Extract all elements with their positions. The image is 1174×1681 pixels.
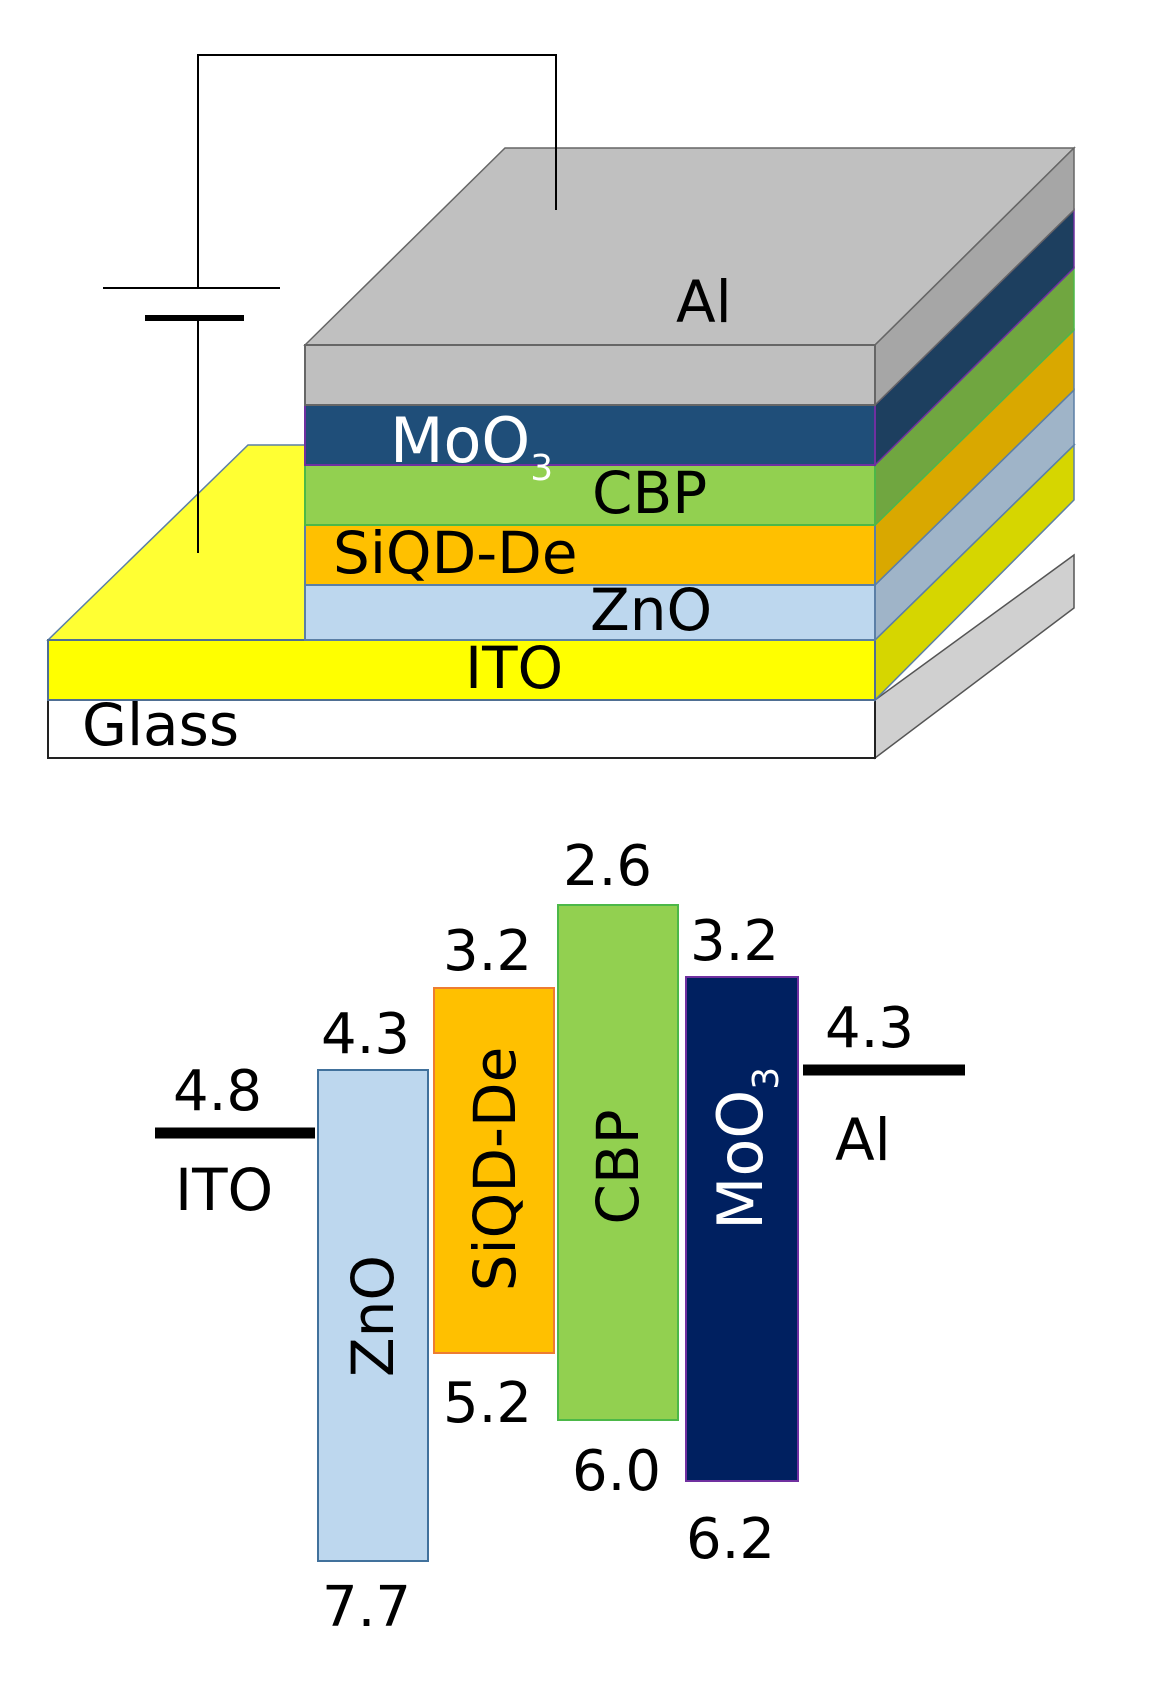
- cbp-layer: CBP: [304, 266, 1075, 527]
- ito-label: ITO: [465, 634, 563, 702]
- band-diagram: 4.8 ITO 4.3 Al 4.3 7.7 ZnO 3.2 5.2 SiQD-…: [155, 834, 965, 1640]
- al-work-function: 4.3: [825, 996, 914, 1061]
- ito-electrode-label: ITO: [175, 1156, 273, 1224]
- glass-layer: Glass: [47, 553, 1075, 760]
- zno-layer: ZnO: [304, 388, 1075, 644]
- wire-to-al: [197, 54, 557, 288]
- moo3-top-value: 3.2: [690, 909, 779, 974]
- device-stack: Glass ITO ZnO SiQD-De CBP: [46, 54, 1076, 760]
- glass-label: Glass: [82, 691, 239, 759]
- moo3-band: 3.2 6.2 MoO3: [685, 909, 799, 1572]
- cbp-top-value: 2.6: [563, 834, 652, 899]
- siqd-band: 3.2 5.2 SiQD-De: [433, 919, 555, 1436]
- siqd-band-label: SiQD-De: [461, 1047, 529, 1292]
- al-electrode-label: Al: [835, 1106, 891, 1174]
- siqd-layer: SiQD-De: [304, 328, 1075, 587]
- siqd-label: SiQD-De: [333, 519, 578, 587]
- al-layer: Al: [303, 146, 1076, 407]
- siqd-top-value: 3.2: [443, 919, 532, 984]
- moo3-label: MoO3: [390, 404, 553, 489]
- circuit: [103, 54, 557, 553]
- cbp-band: 2.6 6.0 CBP: [557, 834, 679, 1504]
- zno-top-value: 4.3: [321, 1002, 410, 1067]
- cbp-label: CBP: [592, 459, 707, 527]
- cbp-band-label: CBP: [584, 1109, 652, 1224]
- zno-band: 4.3 7.7 ZnO: [317, 1002, 429, 1640]
- moo3-bottom-value: 6.2: [686, 1507, 775, 1572]
- zno-band-label: ZnO: [339, 1255, 407, 1377]
- cbp-bottom-value: 6.0: [572, 1439, 661, 1504]
- ito-electrode: 4.8 ITO: [155, 1059, 315, 1224]
- siqd-bottom-value: 5.2: [443, 1371, 532, 1436]
- al-electrode: 4.3 Al: [803, 996, 965, 1174]
- zno-label: ZnO: [590, 576, 712, 644]
- zno-bottom-value: 7.7: [322, 1575, 411, 1640]
- al-label: Al: [676, 268, 732, 336]
- ito-work-function: 4.8: [173, 1059, 262, 1124]
- moo3-band-label: MoO3: [704, 1067, 787, 1230]
